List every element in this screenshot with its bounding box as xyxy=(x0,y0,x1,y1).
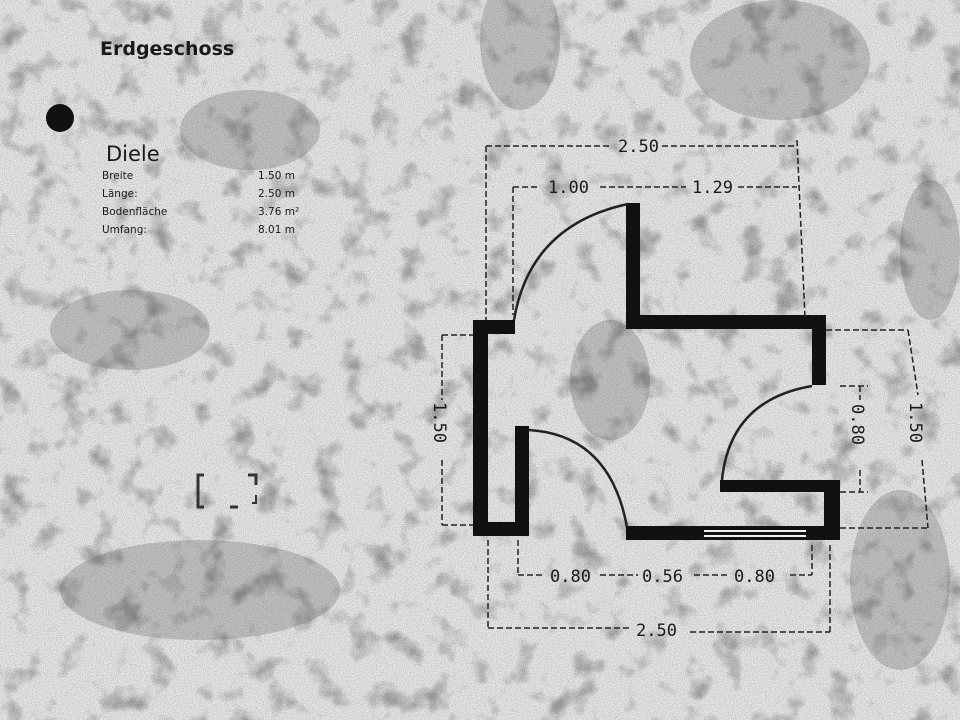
dimension-bottom-right: 0.80 xyxy=(734,567,775,587)
door-swings xyxy=(512,202,813,528)
dimension-lines xyxy=(441,139,929,633)
property-row-perimeter: Umfang: 8.01 m xyxy=(102,224,322,242)
walls xyxy=(473,203,840,540)
room-properties: Breite 1.50 m Länge: 2.50 m Bodenfläche … xyxy=(102,170,322,242)
property-label: Umfang: xyxy=(102,224,147,236)
dimension-right-door: 0.80 xyxy=(847,404,867,445)
dimension-top-right: 1.29 xyxy=(692,178,733,198)
property-value: 8.01 m xyxy=(258,224,295,236)
property-row-width: Breite 1.50 m xyxy=(102,170,322,188)
dimension-left: 1.50 xyxy=(429,402,449,443)
dimension-bottom-mid: 0.56 xyxy=(642,567,683,587)
dimension-bottom-total: 2.50 xyxy=(636,621,677,641)
property-row-floor-area: Bodenfläche 3.76 m² xyxy=(102,206,322,224)
dimension-top-door: 1.00 xyxy=(548,178,589,198)
property-value: 3.76 m² xyxy=(258,206,300,218)
property-label: Länge: xyxy=(102,188,138,200)
room-name: Diele xyxy=(106,142,160,166)
property-value: 2.50 m xyxy=(258,188,295,200)
dimension-right-total: 1.50 xyxy=(905,402,925,443)
dimension-top-total: 2.50 xyxy=(618,137,659,157)
property-label: Breite xyxy=(102,170,134,182)
property-value: 1.50 m xyxy=(258,170,295,182)
faint-symbol xyxy=(196,473,258,509)
bullet-dot xyxy=(46,104,74,132)
floor-title: Erdgeschoss xyxy=(100,38,235,60)
property-label: Bodenfläche xyxy=(102,206,168,218)
window xyxy=(704,530,806,537)
property-row-length: Länge: 2.50 m xyxy=(102,188,322,206)
dimension-bottom-left: 0.80 xyxy=(550,567,591,587)
